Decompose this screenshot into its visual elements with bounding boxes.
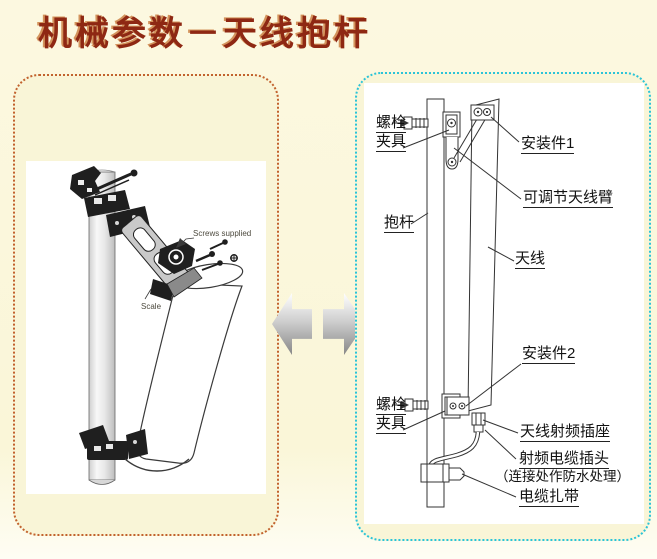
antenna-outline xyxy=(467,98,500,412)
mount-part-2-bracket xyxy=(446,396,470,416)
photo-canvas: Screws supplied Scale xyxy=(26,161,266,494)
label-bolt-clamp-bottom-line1: 螺栓 xyxy=(376,396,407,415)
pivot-strap-and-arm xyxy=(445,113,487,170)
label-mount-part-2: 安装件2 xyxy=(522,345,576,364)
leader-lines xyxy=(392,116,522,498)
label-antenna: 天线 xyxy=(515,250,546,269)
label-cable-tie: 电缆扎带 xyxy=(519,488,580,507)
diagram-panel: 螺栓 夹具 安装件1 可调节天线臂 抱杆 天线 安装件2 螺栓 夹具 天线射频插… xyxy=(355,72,651,541)
scale-label: Scale xyxy=(141,302,162,311)
antenna-mount-screws xyxy=(158,239,238,274)
cable-loop xyxy=(124,458,190,472)
mount-part-1-bracket xyxy=(470,104,495,121)
label-antenna-rf-socket: 天线射频插座 xyxy=(520,423,611,442)
diagram-canvas: 螺栓 夹具 安装件1 可调节天线臂 抱杆 天线 安装件2 螺栓 夹具 天线射频插… xyxy=(364,83,644,524)
arm-elbow-joint xyxy=(150,267,203,301)
label-pole: 抱杆 xyxy=(384,214,415,233)
label-bolt-clamp-bottom-line2: 夹具 xyxy=(376,415,407,434)
page-title: 机械参数－天线抱杆 xyxy=(38,15,371,53)
pole-outline xyxy=(426,98,445,508)
label-bolt-clamp-top-line2: 夹具 xyxy=(376,133,407,152)
label-rf-cable-plug-note: （连接处作防水处理） xyxy=(495,469,630,484)
label-rf-cable-plug: 射频电缆插头 xyxy=(519,450,610,469)
label-bolt-clamp-top-line1: 螺栓 xyxy=(376,114,407,133)
label-mount-part-1: 安装件1 xyxy=(521,135,575,154)
photo-panel: Screws supplied Scale xyxy=(13,74,279,536)
antenna-photo-illustration xyxy=(70,166,244,485)
screws-supplied-label: Screws supplied xyxy=(193,229,252,238)
bottom-clamp-hardware xyxy=(79,425,148,460)
antenna-mount-diagram xyxy=(392,98,522,508)
label-adjustable-arm: 可调节天线臂 xyxy=(523,189,614,208)
annotation-leaders xyxy=(144,237,195,300)
rf-socket-and-cable xyxy=(420,412,486,483)
